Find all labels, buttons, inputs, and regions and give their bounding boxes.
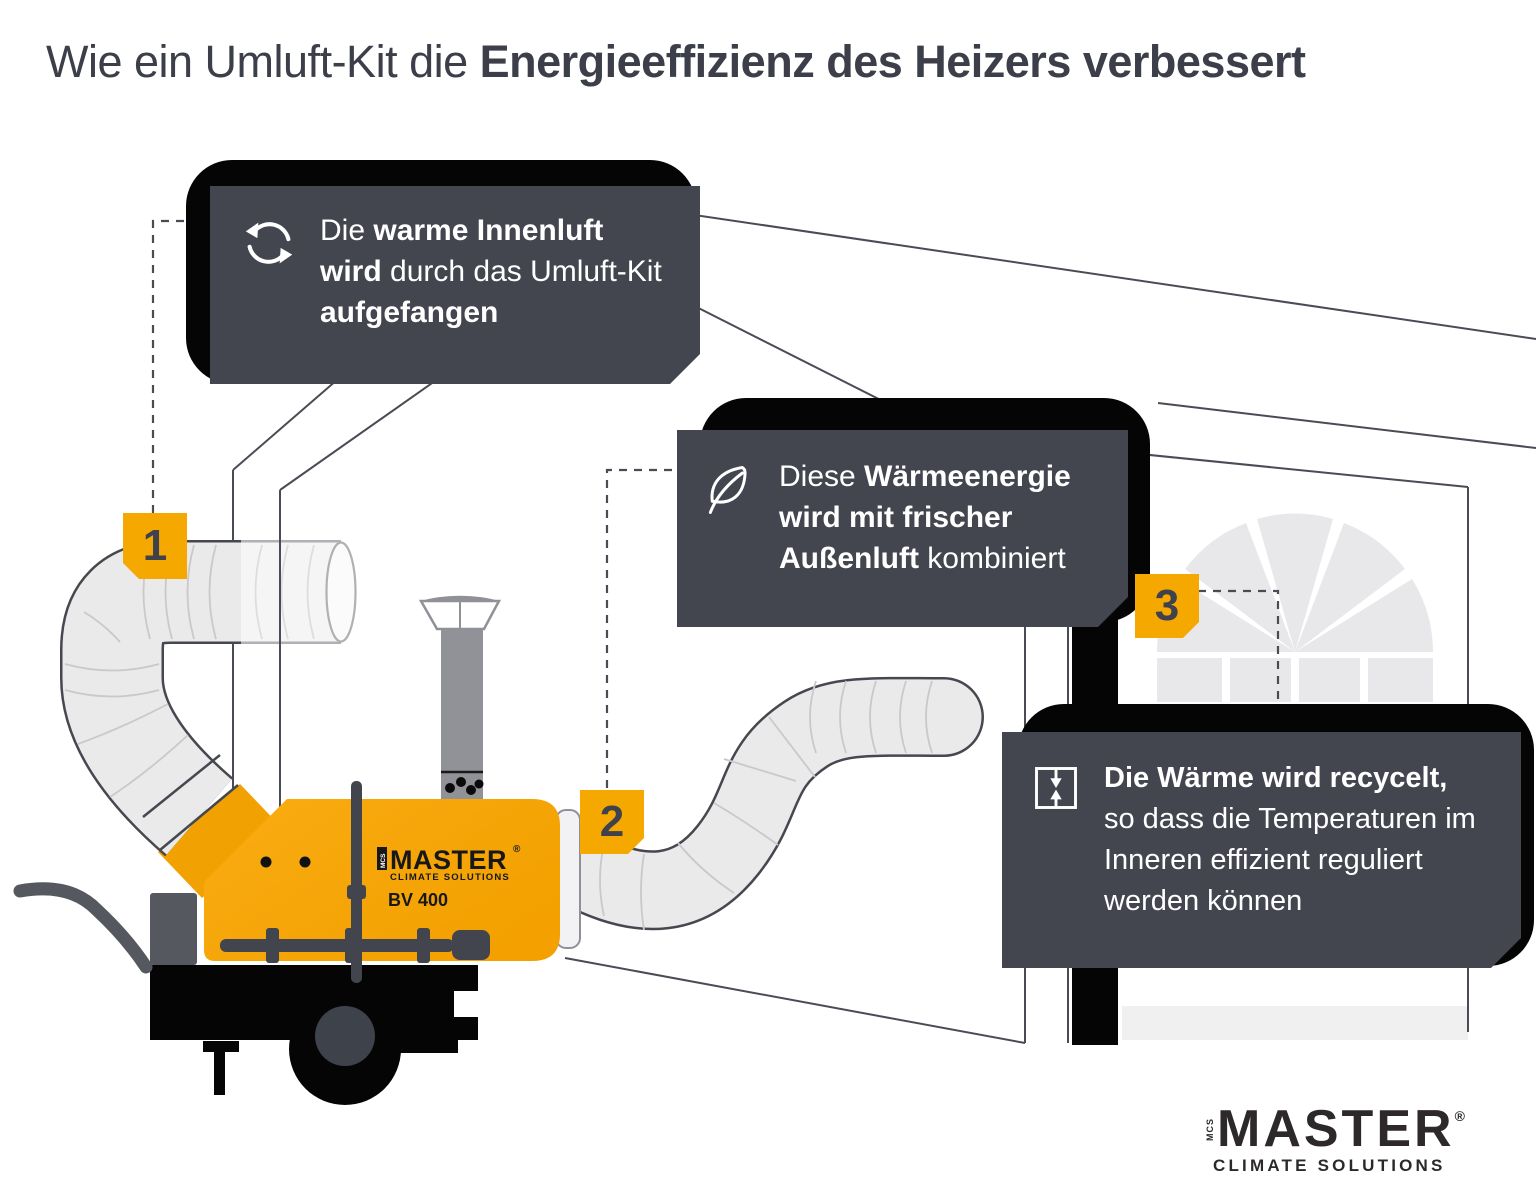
callout-3: Die Wärme wird recycelt, so dass die Tem… <box>1002 732 1521 968</box>
step-badge-1: 1 <box>123 513 187 579</box>
heater-body <box>204 799 560 961</box>
ground-line <box>564 957 1026 1044</box>
duct-cuff-line <box>159 784 239 851</box>
callout-1: Die warme Innenluft wird durch das Umluf… <box>210 186 700 384</box>
callout-2-text: Diese Wärmeenergie wird mit frischer Auß… <box>779 460 1071 575</box>
intake-connector <box>158 784 284 898</box>
brand-subtitle: CLIMATE SOLUTIONS <box>1213 1156 1446 1175</box>
mcs-mark <box>377 847 387 870</box>
cycle-arrows-icon <box>238 212 300 274</box>
floor-shadow <box>1122 1006 1468 1040</box>
leaf-icon <box>701 460 761 520</box>
brand-name: MASTER <box>1217 1100 1455 1158</box>
right-wall-top <box>1119 451 1469 488</box>
svg-text:®: ® <box>513 844 521 855</box>
back-wall-top <box>1157 402 1536 449</box>
heater-brand-sub: CLIMATE SOLUTIONS <box>390 872 510 883</box>
heater-illustration: MCS MASTER ® CLIMATE SOLUTIONS BV 400 <box>13 595 581 1105</box>
callout-1-text: Die warme Innenluft wird durch das Umluf… <box>320 214 662 329</box>
heat-recycle-icon <box>1030 762 1082 814</box>
mcs-text: MCS <box>380 853 387 868</box>
registered-mark: ® <box>1454 1108 1465 1124</box>
step-badge-2: 2 <box>580 790 644 854</box>
duct-cuff-line <box>142 754 221 818</box>
mcs-mark: MCS <box>1205 1118 1215 1141</box>
heater-model: BV 400 <box>388 890 448 910</box>
ghost-duct <box>239 540 357 644</box>
outlet-duct <box>538 676 984 931</box>
page-title: Wie ein Umluft-Kit die Energieeffizienz … <box>46 36 1306 87</box>
intake-duct <box>59 540 241 857</box>
master-logo: MCS MASTER ® CLIMATE SOLUTIONS <box>1205 1100 1515 1176</box>
callout-3-text: Die Wärme wird recycelt, so dass die Tem… <box>1104 762 1476 917</box>
chimney <box>418 595 502 800</box>
heater-brand: MASTER <box>390 845 507 875</box>
callout-2: Diese Wärmeenergie wird mit frischer Auß… <box>677 430 1128 627</box>
fuel-tank <box>150 893 197 965</box>
handle <box>13 882 153 974</box>
roof-ridge <box>646 207 1536 340</box>
wheel-hub <box>315 1006 375 1066</box>
step-badge-3: 3 <box>1135 574 1199 638</box>
